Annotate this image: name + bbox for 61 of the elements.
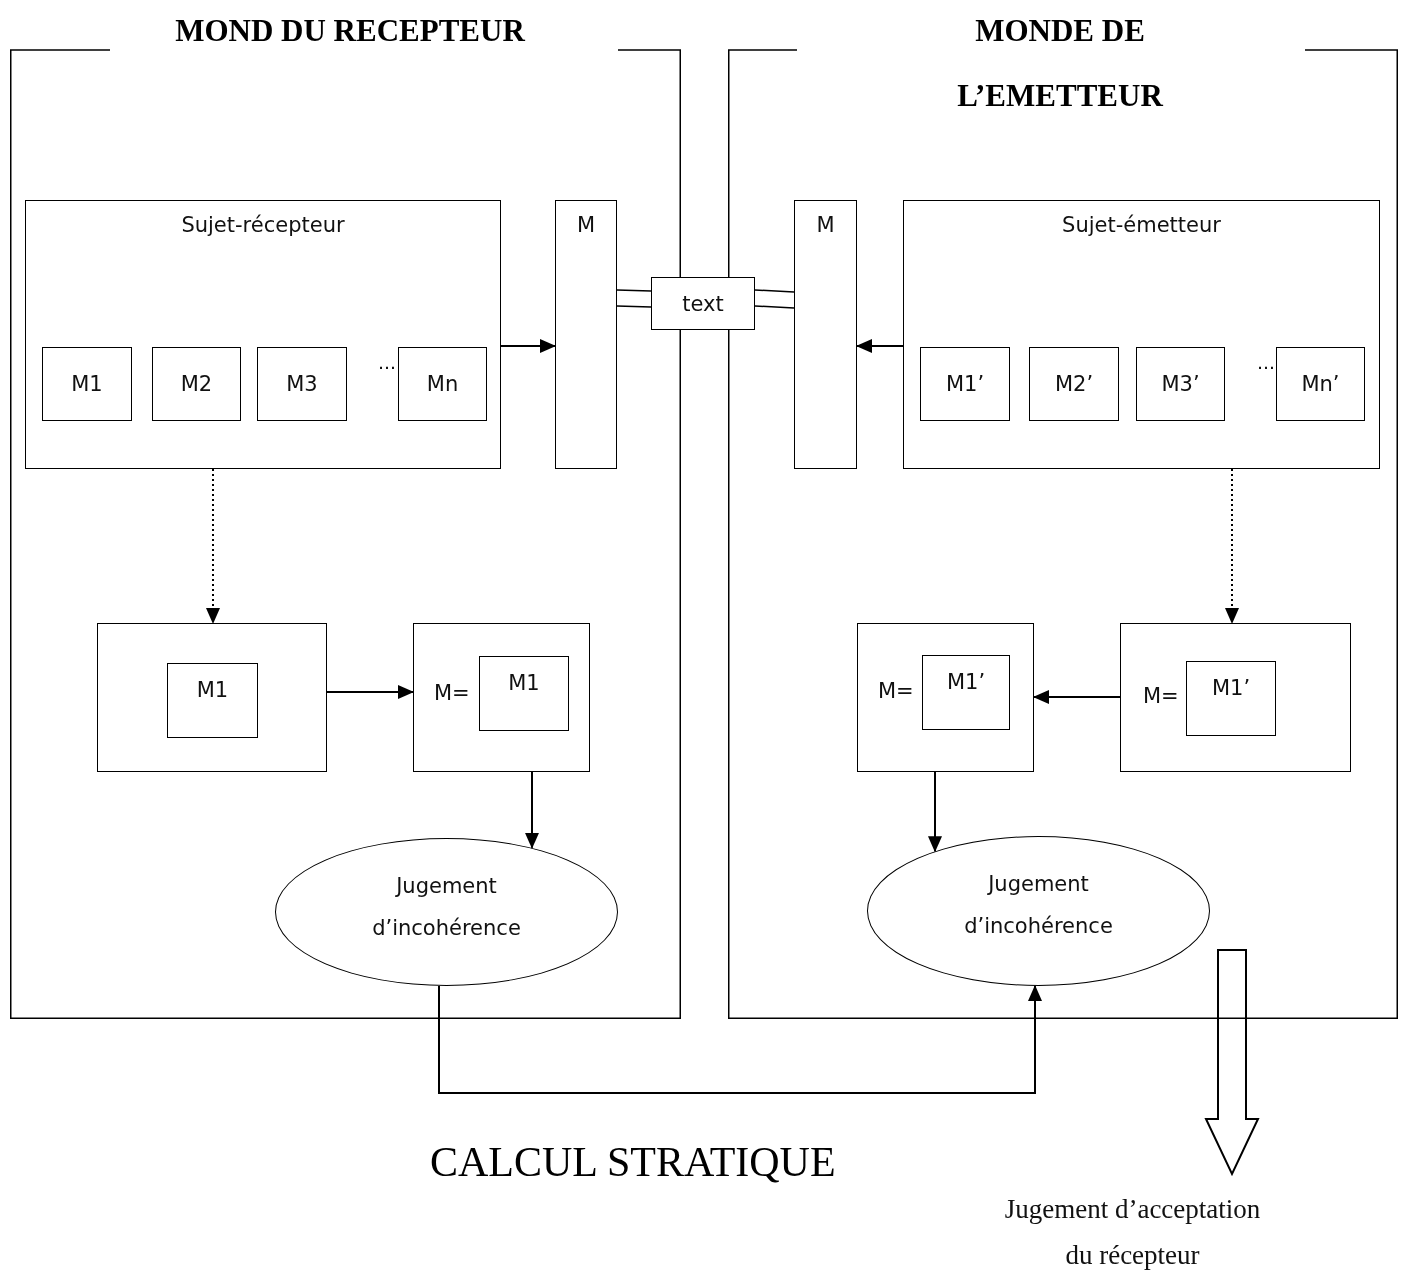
ellipsis-mark: … [378,352,396,373]
box-label: M1’ [945,670,987,694]
diagram-caption: CALCUL STRATIQUE [430,1138,836,1186]
block-arrow [1204,949,1260,1177]
process-box [555,200,617,469]
frame-title: MOND DU RECEPTEUR [174,12,527,50]
process-box [42,347,132,421]
arrow [1033,690,1121,704]
process-box [479,656,569,731]
box-label: M1’ [1210,676,1252,700]
box-label: M1 [195,678,230,702]
dotted-arrow [206,468,220,624]
process-box [903,200,1380,469]
ellipse-label: Jugement d’incohérence [371,873,522,942]
box-label: text [681,291,725,316]
arrow [928,771,942,853]
process-box [25,200,501,469]
ellipsis-mark: … [1257,352,1275,373]
ellipse-label: Jugement d’incohérence [963,871,1114,940]
box-label: Mn [425,372,460,396]
box-label: M3 [285,372,319,396]
process-box [398,347,487,421]
process-box [794,200,857,469]
process-box [413,623,590,772]
double-line-connector [616,289,652,308]
arrow [438,984,1042,1094]
box-label: M2’ [1053,372,1095,396]
box-label: M= [1143,684,1179,708]
process-box [257,347,347,421]
box-label: M= [878,679,914,703]
box-label: M= [434,681,470,705]
box-label: Sujet-émetteur [1061,213,1222,237]
box-label: M3’ [1160,372,1201,396]
process-box [1186,661,1276,736]
process-box [857,623,1034,772]
double-line-connector [754,289,795,309]
text-box [651,277,755,330]
empty-box [97,623,327,772]
process-box [922,655,1010,730]
box-label: Mn’ [1300,372,1341,396]
box-label: M2 [179,372,214,396]
result-text: Jugement d’acceptation du récepteur [1003,1193,1262,1271]
box-label: M [815,213,836,237]
process-box [1120,623,1351,772]
process-box [1029,347,1119,421]
arrow [326,685,414,699]
arrow [525,771,539,849]
process-box [152,347,241,421]
process-box [167,663,258,738]
process-box [920,347,1010,421]
frame-title: MONDE DE L’EMETTEUR [956,12,1165,115]
process-box [1136,347,1225,421]
dotted-arrow [1225,468,1239,624]
box-label: M1 [507,671,541,695]
arrow [500,339,556,353]
arrow [856,339,904,353]
process-box [1276,347,1365,421]
box-label: M1 [70,372,104,396]
box-label: M1’ [944,372,986,396]
box-label: M [575,213,597,237]
box-label: Sujet-récepteur [180,213,346,237]
